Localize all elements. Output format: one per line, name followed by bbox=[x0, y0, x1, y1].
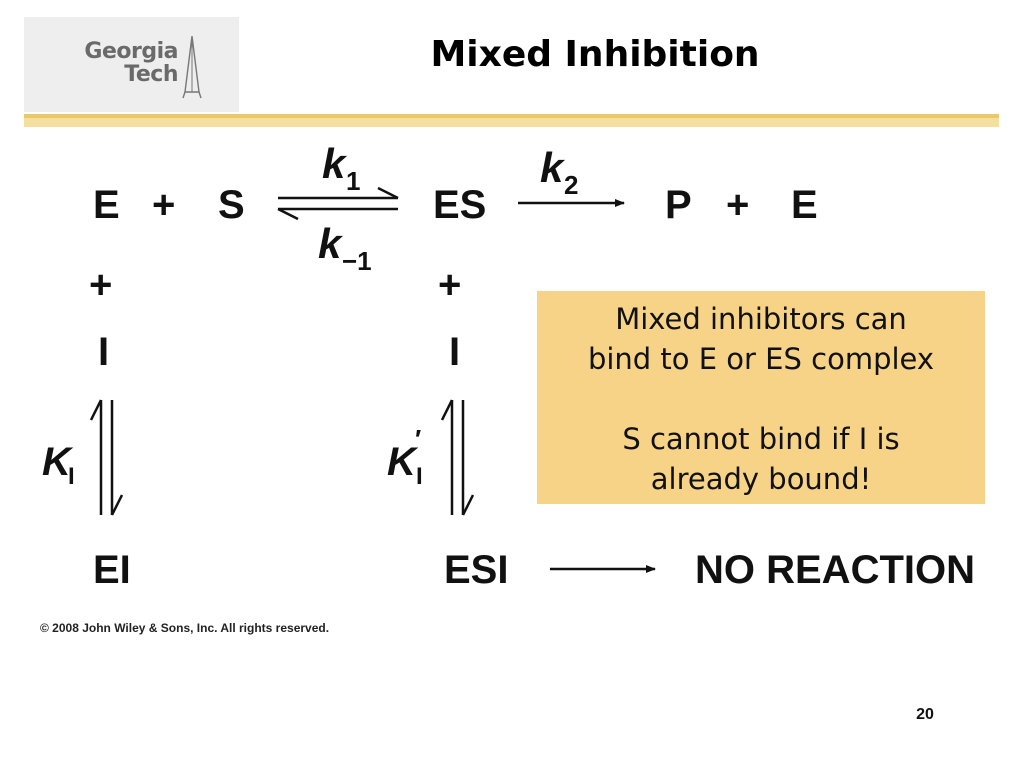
no-reaction-label: NO REACTION bbox=[695, 548, 975, 592]
logo-spire-icon bbox=[182, 36, 202, 99]
rate-k2-subscript: 2 bbox=[564, 170, 578, 200]
rate-k1: k bbox=[322, 140, 348, 187]
logo-line-2: Tech bbox=[124, 62, 178, 87]
callout-line-4: already bound! bbox=[650, 462, 872, 496]
logo-panel bbox=[24, 17, 239, 112]
header-rule-light bbox=[24, 118, 999, 127]
left-plus-sign: + bbox=[89, 263, 112, 307]
species-s: S bbox=[218, 183, 245, 227]
page-number: 20 bbox=[916, 706, 934, 723]
left-inhibitor: I bbox=[98, 330, 109, 374]
callout-line-3: S cannot bind if I is bbox=[622, 422, 900, 456]
slide-title: Mixed Inhibition bbox=[430, 34, 760, 75]
species-ei: EI bbox=[93, 548, 131, 592]
left-equilibrium-arrows bbox=[89, 399, 124, 516]
species-esi: ESI bbox=[444, 548, 508, 592]
callout-box: Mixed inhibitors can bind to E or ES com… bbox=[537, 291, 985, 504]
copyright-notice: © 2008 John Wiley & Sons, Inc. All right… bbox=[40, 621, 330, 635]
plus-sign-2: + bbox=[726, 183, 749, 227]
constant-ki-prime: K bbox=[387, 440, 419, 484]
right-inhibitor: I bbox=[449, 330, 460, 374]
logo-line-1: Georgia bbox=[84, 39, 178, 64]
right-plus-sign: + bbox=[438, 263, 461, 307]
species-e: E bbox=[93, 183, 120, 227]
constant-ki: K bbox=[42, 440, 74, 484]
callout-line-2: bind to E or ES complex bbox=[587, 342, 935, 376]
constant-ki-prime-mark: ′ bbox=[415, 424, 421, 454]
plus-sign: + bbox=[152, 183, 175, 227]
rate-k2: k bbox=[540, 144, 566, 191]
equilibrium-arrows bbox=[277, 186, 399, 221]
right-equilibrium-arrows bbox=[440, 399, 475, 516]
georgia-tech-logo: Georgia Tech bbox=[58, 40, 178, 86]
rate-k-minus1-subscript: −1 bbox=[342, 246, 372, 276]
species-p: P bbox=[665, 183, 692, 227]
constant-ki-prime-subscript: I bbox=[416, 463, 423, 490]
rate-k-minus1: k bbox=[318, 220, 344, 267]
rate-k1-subscript: 1 bbox=[346, 166, 360, 196]
header-rule bbox=[24, 114, 999, 118]
species-es: ES bbox=[433, 183, 486, 227]
constant-ki-subscript: I bbox=[68, 463, 75, 490]
callout-line-1: Mixed inhibitors can bbox=[615, 302, 907, 336]
species-e-product: E bbox=[791, 183, 818, 227]
